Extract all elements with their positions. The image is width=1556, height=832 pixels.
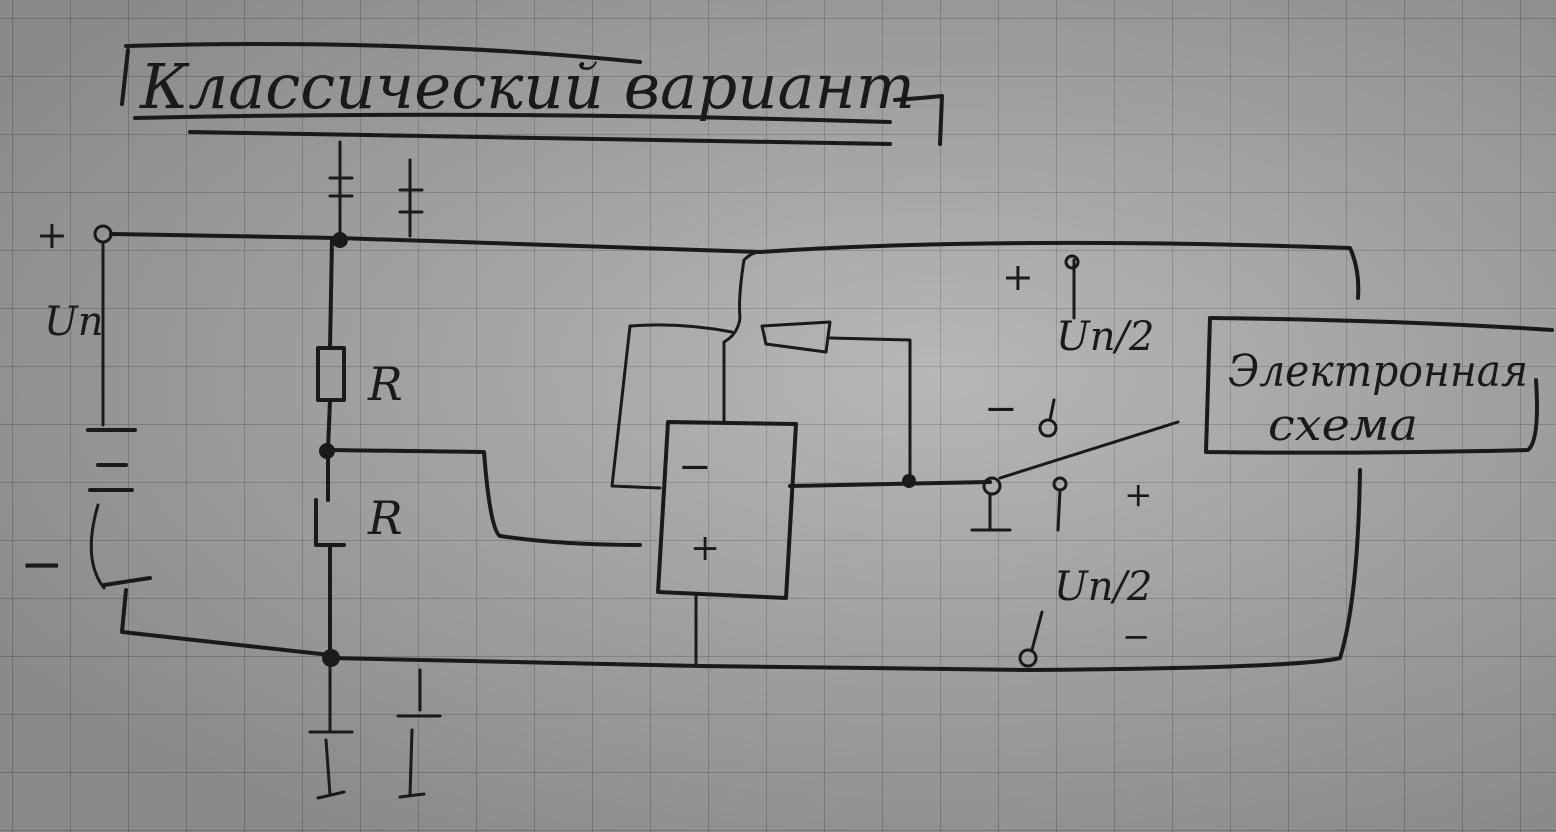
bottom-wire-left xyxy=(120,588,332,657)
block-label-line1: Электронная xyxy=(1228,346,1528,397)
out-plus-label: + xyxy=(1002,255,1034,299)
junction-divider xyxy=(319,443,335,459)
junction-bottom xyxy=(322,649,340,667)
output-terminals xyxy=(970,254,1180,668)
out-minus-label: − xyxy=(984,386,1018,432)
output-switch-lever xyxy=(998,420,1180,480)
top-rail-right xyxy=(758,240,1361,300)
feedback-loop-left xyxy=(610,323,734,490)
half-bottom-plus-label: + xyxy=(1124,475,1153,515)
electronic-circuit-block xyxy=(1204,316,1554,455)
top-rail xyxy=(328,140,1361,300)
supply-minus-label: − xyxy=(20,535,64,595)
supply-source xyxy=(86,224,340,657)
resistor-bottom-label: R xyxy=(367,491,403,545)
half-voltage-top-label: Uп/2 xyxy=(1056,314,1154,360)
half-bottom-minus-label: − xyxy=(1122,617,1151,657)
opamp-output-wire xyxy=(788,480,992,488)
junction-top xyxy=(332,232,348,248)
feedback-loop-right xyxy=(828,336,912,484)
title-text: Классический вариант xyxy=(139,50,915,123)
resistor-divider xyxy=(314,238,642,660)
bottom-rail xyxy=(308,468,1362,800)
supply-plus-label: + xyxy=(36,213,68,257)
resistor-bottom xyxy=(314,498,346,547)
divider-to-opamp-plus xyxy=(326,448,642,547)
opamp-body xyxy=(656,420,798,600)
opamp-minus-label: − xyxy=(678,444,712,490)
block-label-line2: схема xyxy=(1268,400,1418,451)
opamp xyxy=(610,250,992,668)
resistor-top-label: R xyxy=(367,357,403,411)
resistor-top xyxy=(316,346,346,402)
plus-terminal xyxy=(93,224,113,244)
top-wire-left xyxy=(109,232,340,240)
feedback-component xyxy=(760,320,832,354)
half-voltage-bottom-label: Uп/2 xyxy=(1054,564,1152,610)
opamp-plus-label: + xyxy=(690,528,720,569)
supply-voltage-label: Uп xyxy=(44,299,103,345)
title-frame xyxy=(120,42,944,146)
junction-output xyxy=(902,474,916,488)
